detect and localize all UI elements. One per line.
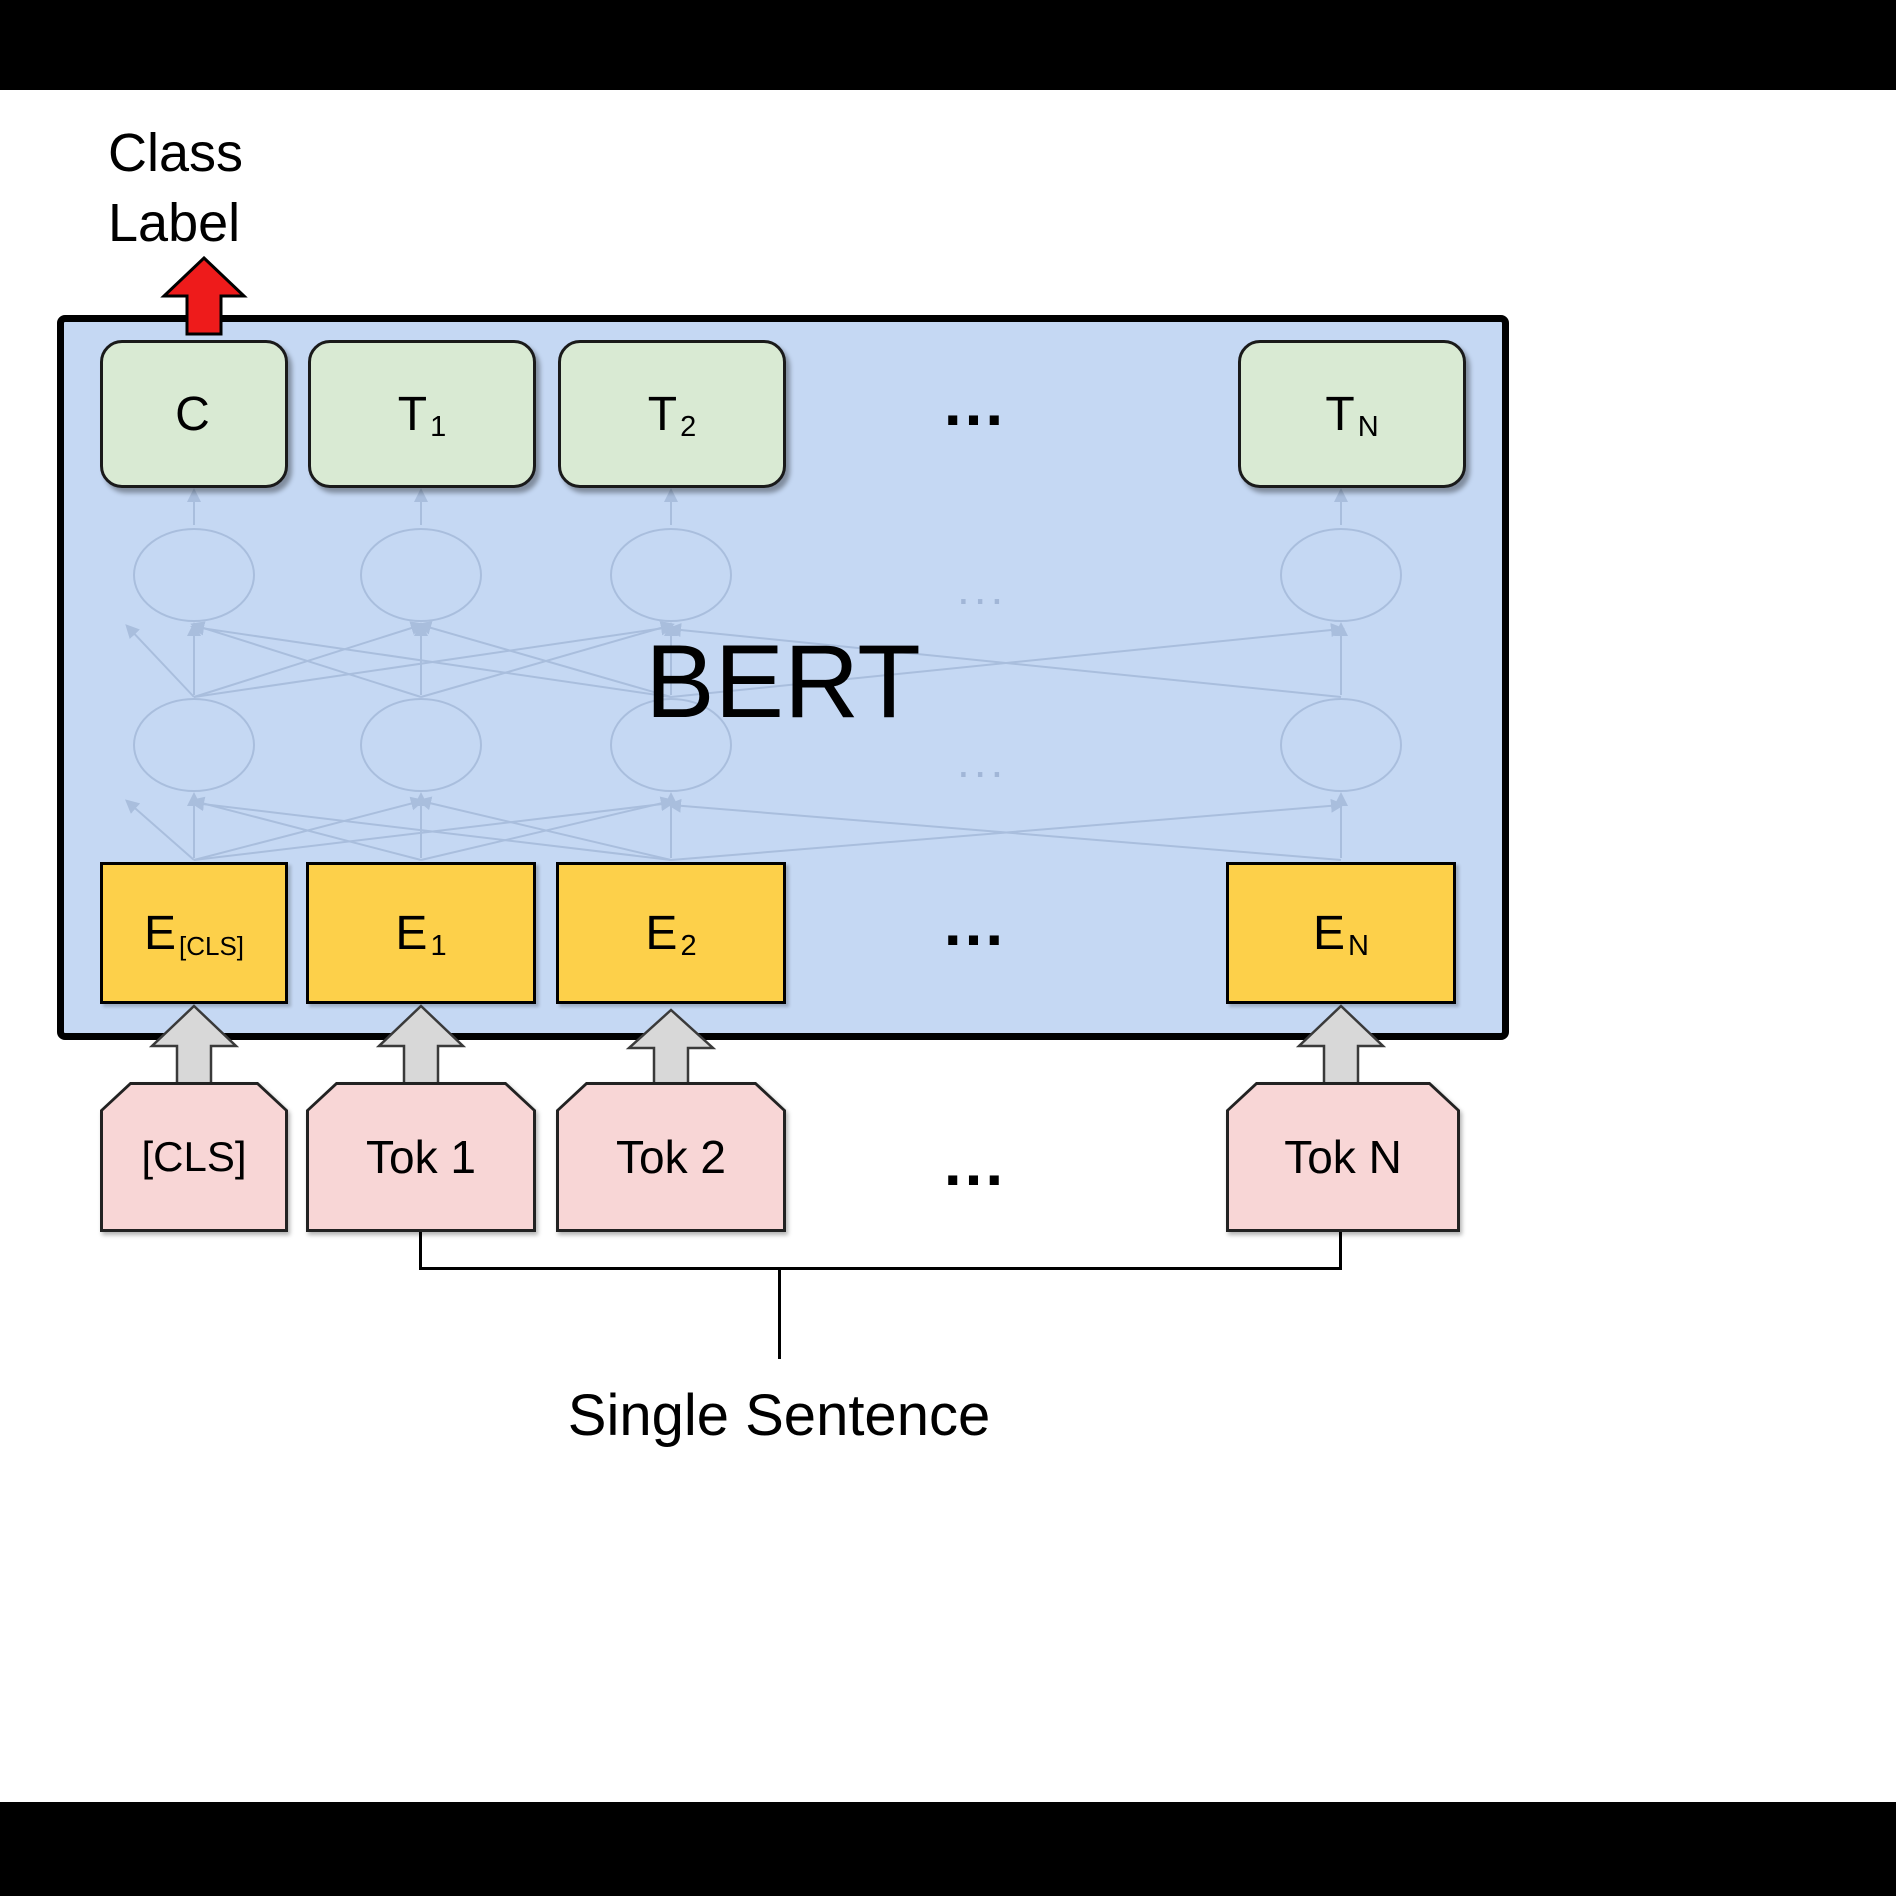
ellipsis-outputs: ... — [943, 367, 1007, 439]
embedding-box-cls-label: E — [143, 906, 176, 960]
output-box-t2-label: T — [647, 387, 678, 441]
output-box-t1-label: T — [397, 387, 428, 441]
output-box-c-label: C — [175, 387, 210, 441]
nn-ellipsis-row2: ... — [957, 735, 1007, 787]
token-box-tok2: Tok 2 — [556, 1082, 786, 1232]
class-label-arrow-icon — [160, 256, 248, 336]
letterbox-bottom — [0, 1802, 1896, 1896]
output-box-tn-label: T — [1325, 387, 1355, 441]
class-label: Class Label — [108, 118, 243, 258]
ellipsis-embeddings: ... — [943, 887, 1007, 959]
bracket-left-drop — [419, 1232, 422, 1270]
input-arrow-tokn-icon — [1295, 1004, 1387, 1090]
nn-ellipsis-row1: ... — [957, 562, 1007, 614]
token-box-tok1-label: Tok 1 — [366, 1131, 476, 1183]
token-box-cls-fill — [103, 1085, 285, 1229]
bracket-horizontal — [419, 1267, 1342, 1270]
token-box-tok1-fill — [309, 1085, 533, 1229]
single-sentence-label: Single Sentence — [567, 1383, 991, 1448]
token-box-tokn: Tok N — [1226, 1082, 1460, 1232]
class-label-line1: Class — [108, 123, 244, 183]
input-arrow-cls-icon — [148, 1004, 240, 1090]
token-box-tok2-fill — [559, 1085, 783, 1229]
token-box-tokn-label: Tok N — [1284, 1131, 1402, 1183]
output-box-c: C — [100, 340, 288, 488]
embedding-box-cls: E[CLS] — [100, 862, 288, 1004]
token-box-tok1: Tok 1 — [306, 1082, 536, 1232]
embedding-box-en-label: E — [1313, 906, 1346, 960]
ellipsis-tokens: ... — [943, 1127, 1007, 1199]
neural-network-background-icon: ... ... — [124, 488, 1402, 861]
letterbox-top — [0, 0, 1896, 90]
token-box-tokn-fill — [1229, 1085, 1457, 1229]
embedding-box-e2-label: E — [645, 906, 678, 960]
token-box-cls: [CLS] — [100, 1082, 288, 1232]
input-arrow-tok1-icon — [375, 1004, 467, 1090]
bracket-right-drop — [1339, 1232, 1342, 1270]
embedding-box-e1-label: E — [395, 906, 428, 960]
bracket-center-drop — [778, 1267, 781, 1359]
token-box-tok2-label: Tok 2 — [616, 1131, 726, 1183]
class-label-line2: Label — [108, 193, 241, 253]
bert-label: BERT — [645, 624, 921, 740]
token-box-cls-label: [CLS] — [141, 1133, 247, 1180]
input-arrow-tok2-icon — [625, 1008, 717, 1090]
